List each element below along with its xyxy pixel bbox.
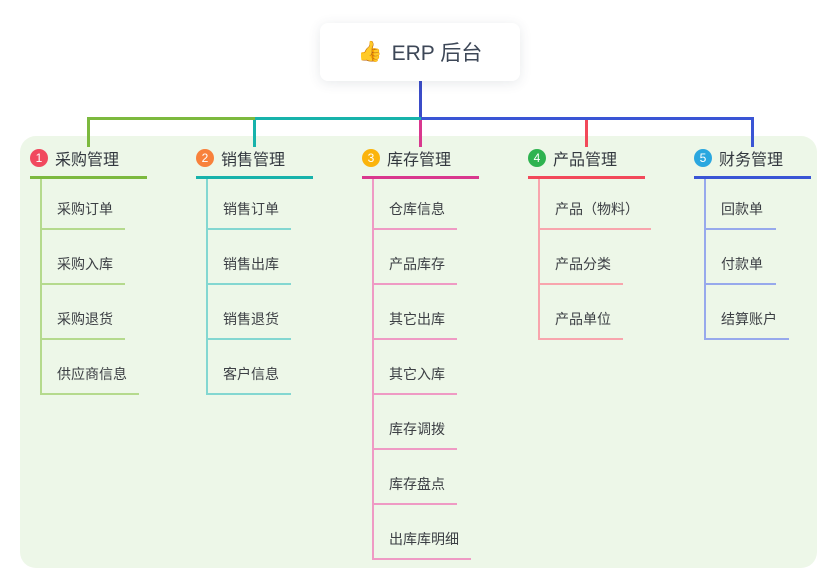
branch-items: 回款单 付款单 结算账户 bbox=[704, 179, 811, 340]
connector-drop-1 bbox=[87, 117, 90, 147]
branch-sub-item[interactable]: 其它出库 bbox=[374, 285, 457, 340]
connector-drop-5 bbox=[751, 117, 754, 147]
root-connector bbox=[419, 81, 422, 118]
thumbs-up-icon: 👍 bbox=[357, 41, 383, 63]
branch-items: 产品（物料） 产品分类 产品单位 bbox=[538, 179, 651, 340]
connector-trunk-1 bbox=[88, 117, 255, 120]
branch-sub-item[interactable]: 产品（物料） bbox=[540, 179, 651, 230]
branch-sub-item[interactable]: 其它入库 bbox=[374, 340, 457, 395]
branch-number-badge: 4 bbox=[528, 149, 546, 167]
branch-number-badge: 2 bbox=[196, 149, 214, 167]
branch-number-badge: 1 bbox=[30, 149, 48, 167]
branch-sub-item[interactable]: 产品库存 bbox=[374, 230, 457, 285]
branch-number-badge: 5 bbox=[694, 149, 712, 167]
branch-items: 销售订单 销售出库 销售退货 客户信息 bbox=[206, 179, 313, 395]
branch-label: 产品管理 bbox=[553, 152, 618, 169]
connector-drop-2 bbox=[253, 117, 256, 147]
branch-sub-item[interactable]: 销售退货 bbox=[208, 285, 291, 340]
branch-header[interactable]: 2 销售管理 bbox=[196, 146, 313, 179]
branch-1: 1 采购管理 采购订单 采购入库 采购退货 供应商信息 bbox=[30, 146, 147, 395]
connector-drop-4 bbox=[585, 117, 588, 147]
branch-number-badge: 3 bbox=[362, 149, 380, 167]
branches-panel bbox=[20, 136, 817, 568]
branch-sub-item[interactable]: 结算账户 bbox=[706, 285, 789, 340]
branch-items: 仓库信息 产品库存 其它出库 其它入库 库存调拨 库存盘点 出库库明细 bbox=[372, 179, 479, 560]
branch-header[interactable]: 3 库存管理 bbox=[362, 146, 479, 179]
connector-trunk-5 bbox=[420, 117, 753, 120]
branch-sub-item[interactable]: 库存盘点 bbox=[374, 450, 457, 505]
branch-5: 5 财务管理 回款单 付款单 结算账户 bbox=[694, 146, 811, 340]
branch-sub-item[interactable]: 产品分类 bbox=[540, 230, 623, 285]
root-title: ERP 后台 bbox=[391, 42, 483, 65]
branch-sub-item[interactable]: 付款单 bbox=[706, 230, 776, 285]
connector-drop-3 bbox=[419, 117, 422, 147]
branch-sub-item[interactable]: 客户信息 bbox=[208, 340, 291, 395]
branch-sub-item[interactable]: 供应商信息 bbox=[42, 340, 139, 395]
branch-sub-item[interactable]: 仓库信息 bbox=[374, 179, 457, 230]
branch-sub-item[interactable]: 采购入库 bbox=[42, 230, 125, 285]
branch-label: 财务管理 bbox=[719, 152, 784, 169]
branch-items: 采购订单 采购入库 采购退货 供应商信息 bbox=[40, 179, 147, 395]
branch-sub-item[interactable]: 采购退货 bbox=[42, 285, 125, 340]
branch-label: 销售管理 bbox=[221, 152, 286, 169]
branch-header[interactable]: 5 财务管理 bbox=[694, 146, 811, 179]
branch-header[interactable]: 1 采购管理 bbox=[30, 146, 147, 179]
branch-sub-item[interactable]: 回款单 bbox=[706, 179, 776, 230]
connector-trunk-2 bbox=[254, 117, 421, 120]
branch-sub-item[interactable]: 采购订单 bbox=[42, 179, 125, 230]
branch-sub-item[interactable]: 销售订单 bbox=[208, 179, 291, 230]
branch-label: 库存管理 bbox=[387, 152, 452, 169]
branch-label: 采购管理 bbox=[55, 152, 120, 169]
branch-4: 4 产品管理 产品（物料） 产品分类 产品单位 bbox=[528, 146, 651, 340]
branch-2: 2 销售管理 销售订单 销售出库 销售退货 客户信息 bbox=[196, 146, 313, 395]
branch-3: 3 库存管理 仓库信息 产品库存 其它出库 其它入库 库存调拨 库存盘点 出库库… bbox=[362, 146, 479, 560]
branch-sub-item[interactable]: 产品单位 bbox=[540, 285, 623, 340]
branch-header[interactable]: 4 产品管理 bbox=[528, 146, 645, 179]
branch-sub-item[interactable]: 出库库明细 bbox=[374, 505, 471, 560]
root-node[interactable]: 👍 ERP 后台 bbox=[320, 23, 520, 81]
branch-sub-item[interactable]: 销售出库 bbox=[208, 230, 291, 285]
branch-sub-item[interactable]: 库存调拨 bbox=[374, 395, 457, 450]
